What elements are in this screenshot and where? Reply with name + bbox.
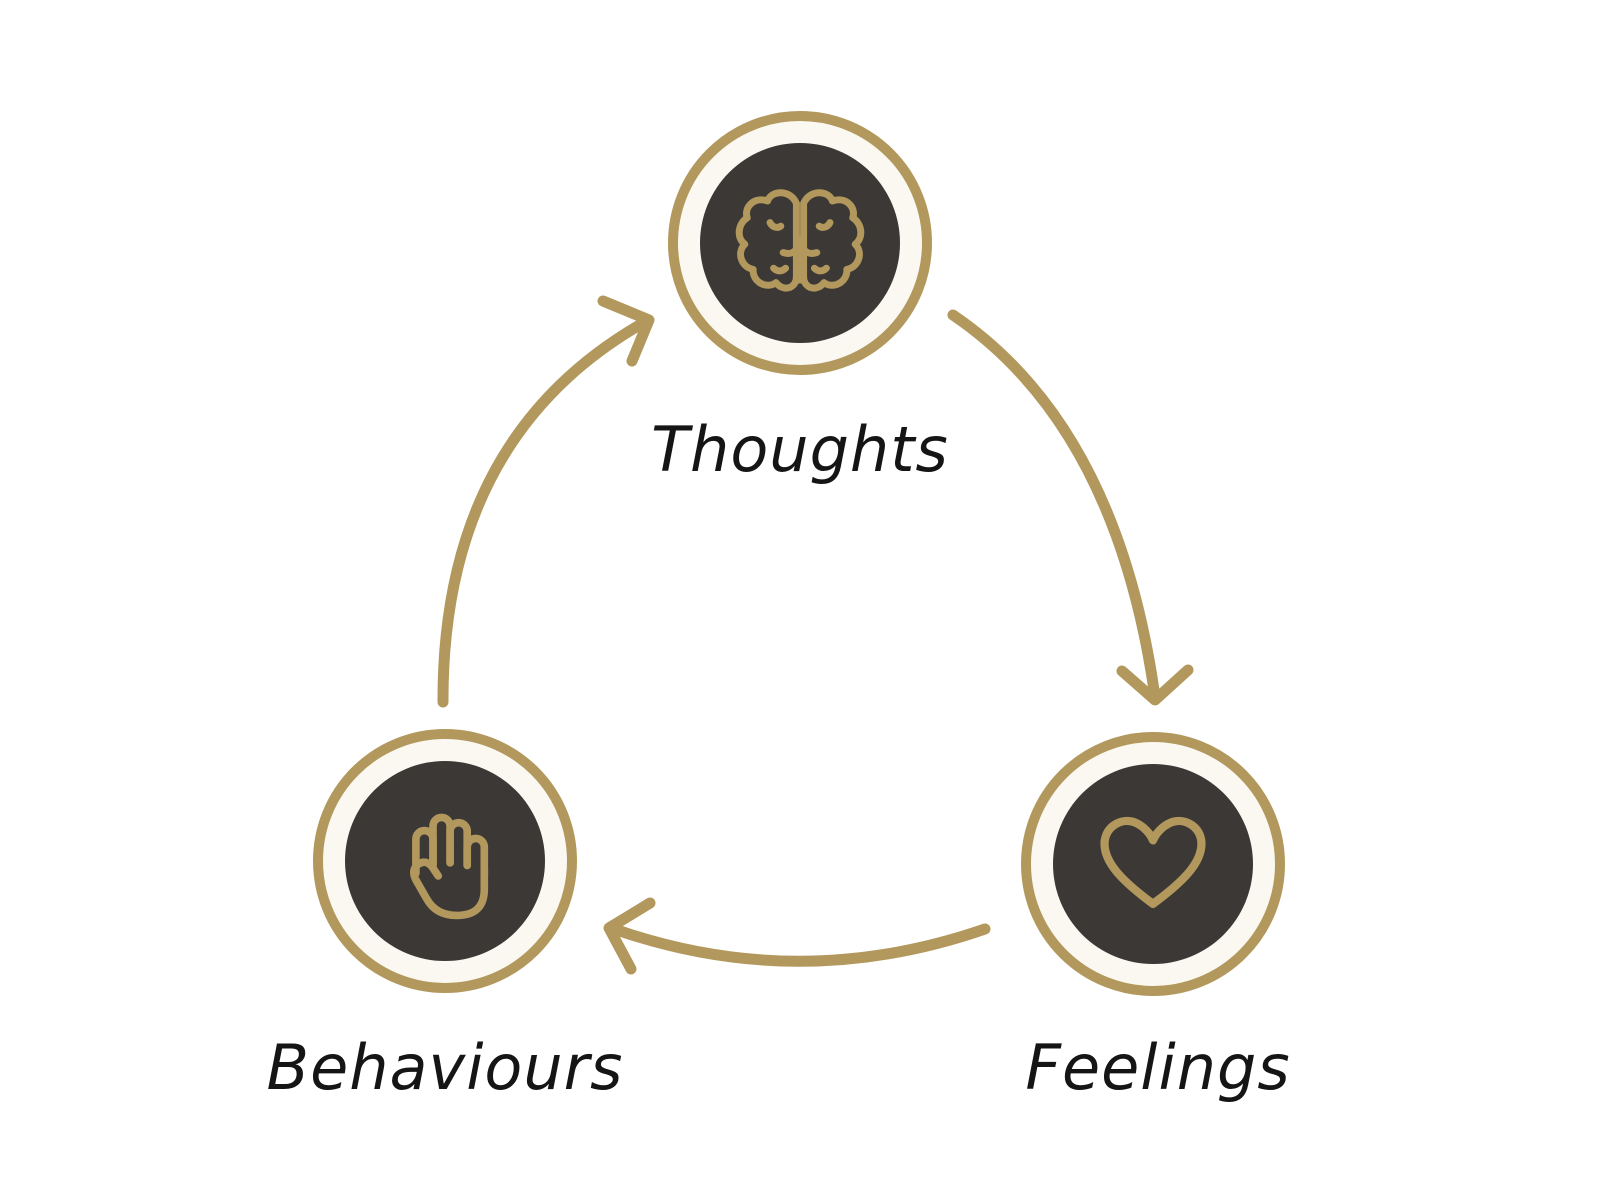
- arrow-behaviours-to-thoughts-head: [597, 295, 655, 367]
- brain-icon: [735, 189, 865, 292]
- node-thoughts-core: [700, 143, 900, 343]
- label-behaviours: Behaviours: [266, 1031, 624, 1104]
- arrow-thoughts-to-feelings-head: [1116, 664, 1194, 706]
- node-behaviours-core: [345, 761, 545, 961]
- arrow-feelings-to-behaviours-shaft: [611, 923, 991, 967]
- heart-icon: [1100, 816, 1206, 908]
- node-behaviours: [313, 729, 577, 993]
- arrow-thoughts-to-feelings: [947, 309, 1194, 706]
- label-thoughts: Thoughts: [651, 413, 949, 486]
- label-feelings: Feelings: [1025, 1031, 1291, 1104]
- arrow-behaviours-to-thoughts-shaft: [437, 317, 649, 708]
- arrow-behaviours-to-thoughts: [437, 295, 655, 708]
- node-thoughts: [668, 111, 932, 375]
- node-feelings: [1021, 732, 1285, 996]
- arrow-feelings-to-behaviours: [603, 897, 991, 975]
- node-feelings-core: [1053, 764, 1253, 964]
- arrow-thoughts-to-feelings-shaft: [947, 309, 1160, 696]
- arrow-feelings-to-behaviours-head: [603, 897, 656, 975]
- hand-icon: [409, 813, 488, 919]
